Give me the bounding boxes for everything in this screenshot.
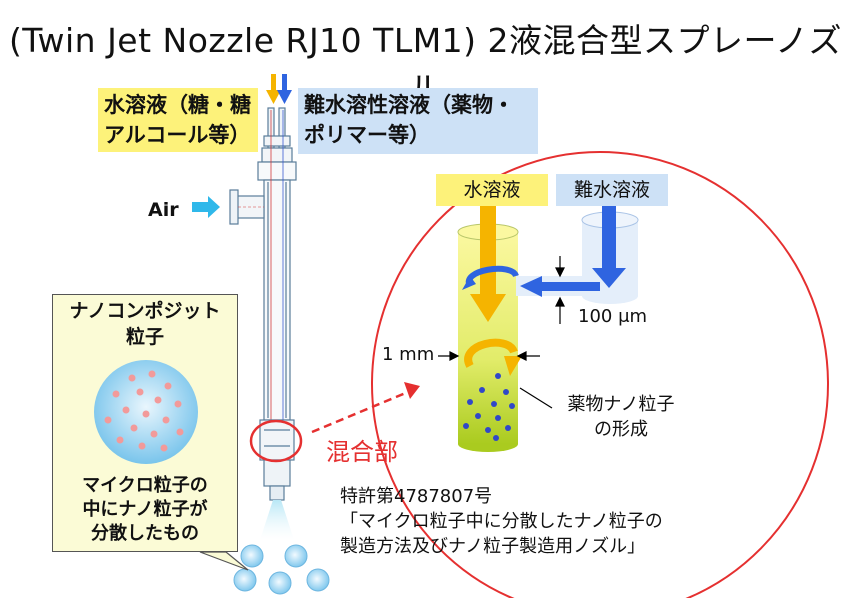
dimension-1mm-label: 1 mm bbox=[382, 344, 435, 365]
swirl-yellow-head bbox=[504, 356, 522, 376]
formation-line1: 薬物ナノ粒子 bbox=[567, 394, 675, 415]
poor-solution-line1: 難水溶性溶液（薬物・ bbox=[304, 93, 514, 117]
formation-label: 薬物ナノ粒子 の形成 bbox=[556, 392, 686, 442]
nano-particles bbox=[463, 373, 515, 441]
poor-flow-arrow bbox=[520, 206, 626, 297]
water-solution-line2: アルコール等） bbox=[104, 123, 251, 147]
air-arrow bbox=[192, 196, 220, 218]
poor-solution-label: 難水溶性溶液（薬物・ ポリマー等） bbox=[298, 88, 538, 154]
nano-title-line2: 粒子 bbox=[125, 326, 164, 348]
mixing-section-label: 混合部 bbox=[326, 438, 398, 466]
nano-composite-description: マイクロ粒子の 中にナノ粒子が 分散したもの bbox=[52, 474, 238, 546]
nozzle-body bbox=[229, 107, 297, 501]
input-yellow-arrow bbox=[266, 74, 281, 104]
detail-water-label: 水溶液 bbox=[436, 174, 548, 206]
nano-composite-title: ナノコンポジット 粒子 bbox=[52, 298, 238, 350]
detail-poor-label: 難水溶液 bbox=[556, 174, 668, 206]
nano-desc-line1: マイクロ粒子の bbox=[82, 475, 208, 496]
page-title: (Twin Jet Nozzle RJ10 TLM1) 2液混合型スプレーノズル bbox=[8, 21, 843, 108]
patent-title-line1: 「マイクロ粒子中に分散したナノ粒子の bbox=[340, 511, 663, 532]
spray-droplets bbox=[233, 544, 330, 595]
swirl-yellow-icon bbox=[464, 338, 518, 368]
air-label: Air bbox=[148, 199, 179, 221]
swirl-blue-head bbox=[462, 276, 476, 290]
nano-title-line1: ナノコンポジット bbox=[69, 300, 221, 322]
water-solution-label: 水溶液（糖・糖 アルコール等） bbox=[98, 88, 258, 152]
mixing-section-ellipse bbox=[249, 419, 303, 463]
formation-line2: の形成 bbox=[594, 419, 648, 440]
patent-number: 特許第4787807号 bbox=[340, 486, 493, 507]
formation-leader bbox=[519, 387, 553, 409]
spray-cone bbox=[260, 500, 294, 540]
detail-dashed-arrow bbox=[311, 382, 420, 434]
nano-desc-line3: 分散したもの bbox=[91, 523, 199, 544]
dimension-100um bbox=[555, 256, 565, 324]
nano-callout-tail bbox=[199, 551, 249, 571]
dimension-100um-label: 100 μm bbox=[578, 306, 648, 327]
input-blue-arrow bbox=[277, 74, 292, 104]
patent-text: 特許第4787807号 「マイクロ粒子中に分散したナノ粒子の 製造方法及びナノ粒… bbox=[340, 484, 663, 559]
nano-composite-sphere bbox=[94, 360, 198, 464]
dimension-1mm bbox=[438, 351, 540, 361]
detail-ellipse bbox=[371, 151, 829, 598]
patent-title-line2: 製造方法及びナノ粒子製造用ノズル」 bbox=[340, 536, 646, 557]
poor-solution-line2: ポリマー等） bbox=[304, 123, 430, 147]
water-solution-line1: 水溶液（糖・糖 bbox=[104, 93, 251, 117]
nano-desc-line2: 中にナノ粒子が bbox=[82, 499, 208, 520]
